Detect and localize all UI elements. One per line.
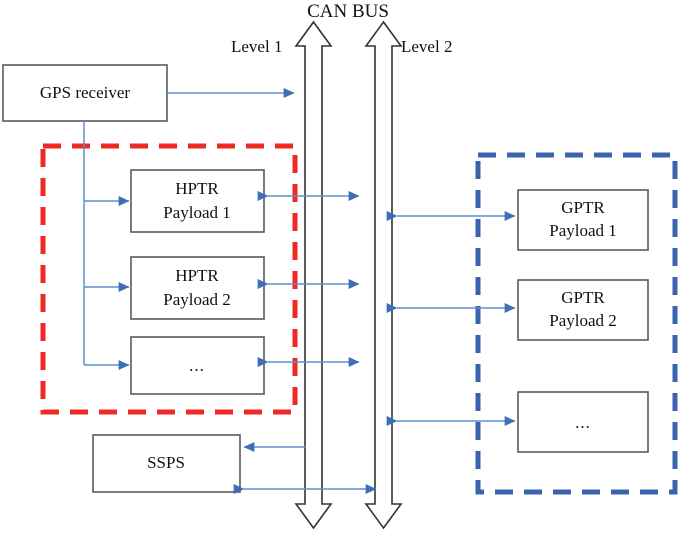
ssps-box[interactable] — [92, 434, 241, 493]
level1-bus-arrow — [294, 20, 333, 530]
hptr-payload-2-box[interactable] — [130, 256, 265, 320]
gptr-payload-more-box[interactable] — [517, 391, 649, 453]
level2-label: Level 2 — [401, 37, 452, 56]
hptr-payload-more-box[interactable] — [130, 336, 265, 395]
hptr-payload-2-line2: Payload 2 — [163, 290, 231, 309]
gptr-payload-2-line1: GPTR — [561, 288, 605, 307]
gptr-group-boundary — [475, 152, 678, 495]
gps-receiver-box[interactable] — [2, 64, 168, 122]
hptr-payload-1-box[interactable] — [130, 169, 265, 233]
gptr-payload-2-line2: Payload 2 — [549, 311, 617, 330]
hptr-payload-1-line2: Payload 1 — [163, 203, 231, 222]
gptr-payload-2-box[interactable] — [517, 279, 649, 341]
ssps-label: SSPS — [147, 453, 185, 472]
hptr-payload-more-label: ... — [189, 356, 205, 375]
hptr-payload-2-line1: HPTR — [175, 266, 219, 285]
gps-receiver-label: GPS receiver — [40, 83, 131, 102]
level1-label: Level 1 — [231, 37, 282, 56]
gptr-payload-1-line1: GPTR — [561, 198, 605, 217]
hptr-group-boundary — [40, 143, 298, 415]
level2-bus-arrow — [364, 20, 403, 530]
gptr-payload-more-label: ... — [575, 413, 591, 432]
hptr-payload-1-line1: HPTR — [175, 179, 219, 198]
gptr-payload-1-line2: Payload 1 — [549, 221, 617, 240]
can-bus-title: CAN BUS — [307, 1, 389, 22]
gptr-payload-1-box[interactable] — [517, 189, 649, 251]
